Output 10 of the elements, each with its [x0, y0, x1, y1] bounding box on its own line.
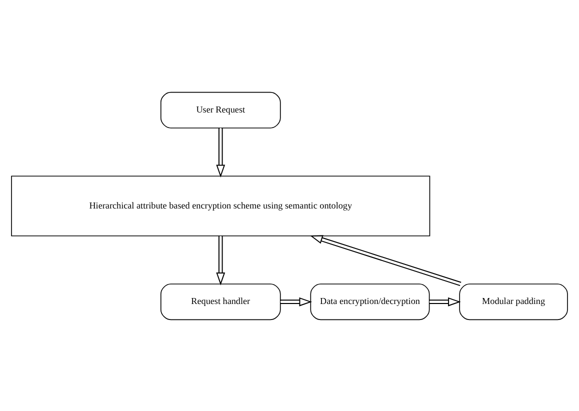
node-box: Modular padding [459, 283, 568, 320]
arrow [216, 235, 226, 285]
arrow [310, 234, 462, 286]
node-box: Request handler [160, 283, 281, 320]
node-box: User Request [160, 91, 281, 128]
node-box: Hierarchical attribute based encryption scheme using semantic ontology [11, 175, 430, 236]
node-box: Data encryption/decryption [310, 283, 430, 320]
arrow [428, 296, 461, 306]
arrow [216, 127, 226, 178]
arrow [280, 296, 312, 306]
